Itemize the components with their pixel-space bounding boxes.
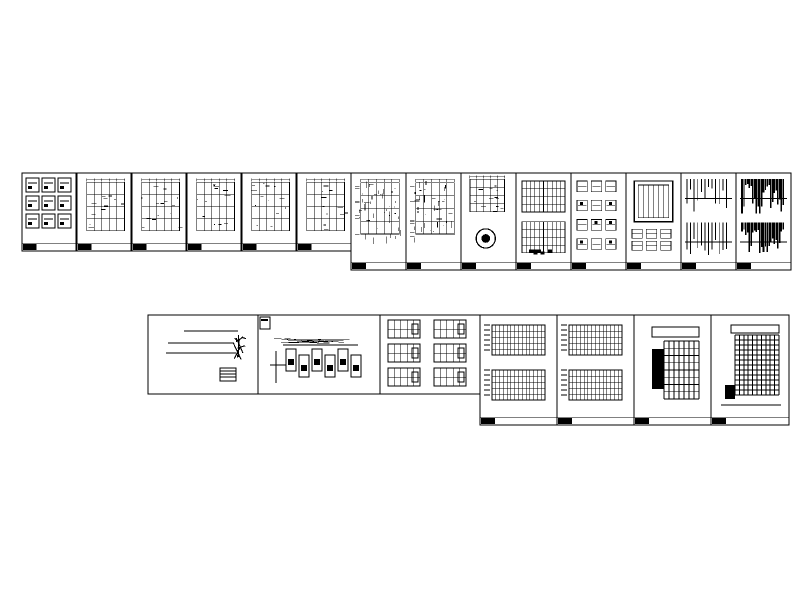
detail-sheet — [680, 172, 737, 271]
elevation-sheet — [633, 314, 712, 426]
floor-plan-sheet — [76, 172, 132, 252]
elevation-sheet — [556, 314, 635, 426]
landscape-detail-sheet — [147, 314, 259, 395]
detail-sheet — [350, 172, 407, 271]
detail-sheet — [515, 172, 572, 271]
detail-sheet — [570, 172, 627, 271]
floor-plan-sheet — [21, 172, 77, 252]
floor-plan-sheet — [241, 172, 297, 252]
detail-sheet — [460, 172, 517, 271]
floor-plan-sheet — [186, 172, 242, 252]
detail-sheet — [405, 172, 462, 271]
elevation-sheet — [479, 314, 558, 426]
floor-plan-sheet — [296, 172, 352, 252]
detail-sheet — [735, 172, 792, 271]
section-sheet — [257, 314, 381, 395]
elevation-sheet — [710, 314, 790, 426]
elevation-pairs-sheet — [379, 314, 481, 395]
detail-sheet — [625, 172, 682, 271]
floor-plan-sheet — [131, 172, 187, 252]
